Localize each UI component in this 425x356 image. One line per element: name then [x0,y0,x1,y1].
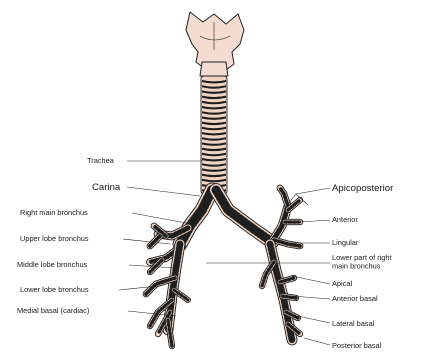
label-carina: Carina [92,182,121,193]
bronchial-tree [146,188,300,346]
label-right-main-bronchus: Right main bronchus [20,208,88,217]
label-middle-lobe-bronchus: Middle lobe bronchus [17,260,88,269]
label-apical: Apical [332,279,352,288]
label-lingular: Lingular [332,238,359,247]
label-anterior-basal: Anterior basal [332,294,378,303]
label-lateral-basal: Lateral basal [332,319,375,328]
left-main-bronchus [216,190,272,242]
label-lower-part-right-main-bronchus: Lower part of right main bronchus [332,253,394,271]
label-upper-lobe-bronchus: Upper lobe bronchus [20,234,89,243]
label-lower-lobe-bronchus: Lower lobe bronchus [20,285,89,294]
right-posterior-basal [168,320,172,346]
label-apicoposterior: Apicoposterior [332,183,394,194]
label-anterior: Anterior [332,215,358,224]
label-posterior-basal: Posterior basal [332,341,382,350]
right-upper-posterior [150,236,160,246]
label-medial-basal: Medial basal (cardiac) [17,306,89,315]
left-anterior-basal [280,278,294,282]
label-trachea: Trachea [87,156,115,165]
right-main-bronchus [180,190,212,244]
trachea [201,76,227,194]
label-lower-part-line-2: main bronchus [332,262,381,271]
left-apicoposterior [280,188,288,206]
larynx [186,12,244,76]
